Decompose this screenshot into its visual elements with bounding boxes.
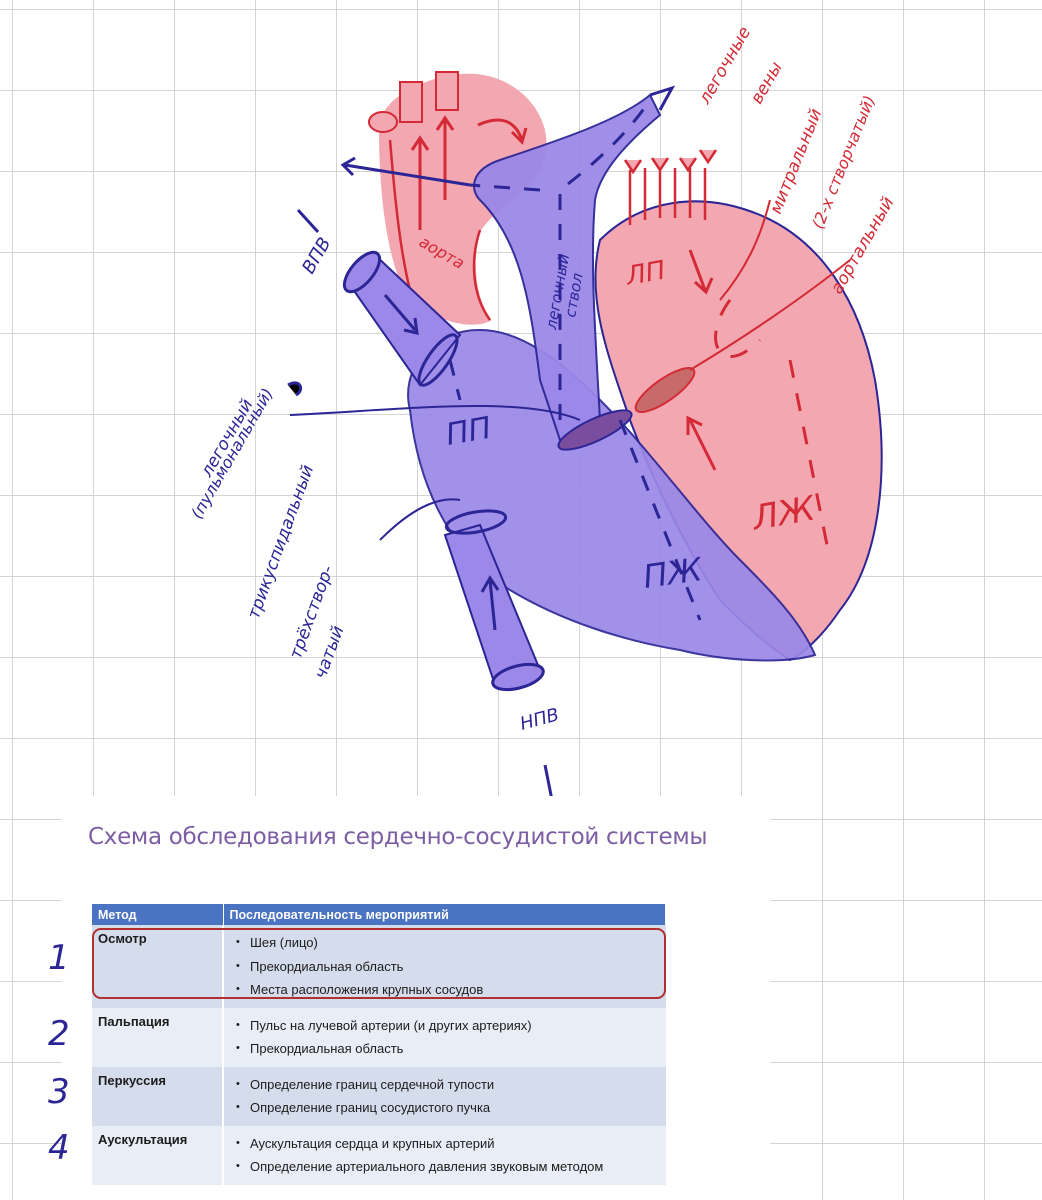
margin-number-2: 2 xyxy=(48,1014,70,1054)
red-dashed-flow xyxy=(714,299,832,561)
ivc-arrow xyxy=(480,575,500,631)
table-row: Пальпация Пульс на лучевой артерии (и др… xyxy=(92,1007,666,1067)
heart-diagram: ПП ПЖ ЛП ЛЖ аорта легочный ствол ВПВ НПВ… xyxy=(187,23,899,800)
pulmonary-veins xyxy=(623,149,718,225)
label-svc: ВПВ xyxy=(298,234,335,278)
label-pulm-veins-1: легочные xyxy=(695,23,756,108)
label-la: ЛП xyxy=(623,256,668,293)
list-item: Определение границ сосудистого пучка xyxy=(230,1096,660,1120)
aorta-branch-1 xyxy=(368,111,398,133)
header-method: Метод xyxy=(92,904,224,925)
left-heart xyxy=(594,200,883,662)
table-header-row: Метод Последовательность мероприятий xyxy=(92,904,666,925)
margin-number-4: 4 xyxy=(48,1128,70,1168)
aorta-outline xyxy=(388,139,492,321)
method-cell: Аускультация xyxy=(92,1125,224,1185)
pulmonary-valve xyxy=(557,409,633,451)
label-aortic: аортальный xyxy=(827,194,899,298)
steps-cell: Шея (лицо) Прекордиальная область Места … xyxy=(223,925,666,1008)
aorta-arrows xyxy=(410,115,528,230)
svc-opening xyxy=(342,250,382,294)
label-ra: ПП xyxy=(443,411,494,453)
list-item: Шея (лицо) xyxy=(230,931,660,955)
steps-cell: Определение границ сердечной тупости Опр… xyxy=(223,1066,666,1126)
steps-cell: Пульс на лучевой артерии (и других артер… xyxy=(223,1007,666,1067)
label-tricuspid-3: чатый xyxy=(311,623,349,681)
list-item: Определение артериального давления звуко… xyxy=(230,1155,660,1179)
list-item: Аускультация сердца и крупных артерий xyxy=(230,1132,660,1156)
pulm-arrow-top xyxy=(649,85,676,111)
steps-cell: Аускультация сердца и крупных артерий Оп… xyxy=(223,1125,666,1185)
header-steps: Последовательность мероприятий xyxy=(223,904,666,925)
aorta-branch-2 xyxy=(399,81,423,123)
red-pointers xyxy=(689,199,851,371)
svc-valve xyxy=(417,333,459,387)
blue-pointers xyxy=(289,404,581,541)
red-arrows xyxy=(686,249,717,471)
list-item: Определение границ сердечной тупости xyxy=(230,1073,660,1097)
list-item: Пульс на лучевой артерии (и других артер… xyxy=(230,1014,660,1038)
svc-arrow xyxy=(383,294,419,335)
tick-marks xyxy=(287,208,554,800)
slide-title: Схема обследования сердечно-сосудистой с… xyxy=(88,824,708,850)
method-cell: Перкуссия xyxy=(92,1066,224,1126)
pulm-arrow-left xyxy=(340,156,471,187)
table-row: Осмотр Шея (лицо) Прекордиальная область… xyxy=(92,925,666,1008)
list-item: Прекордиальная область xyxy=(230,955,660,979)
pulmonary-trunk xyxy=(473,93,662,442)
aortic-valve xyxy=(634,366,696,414)
table-row: Аускультация Аускультация сердца и крупн… xyxy=(92,1125,666,1185)
label-pulm-valve-2: (пульмональный) xyxy=(187,385,277,522)
ivc-opening xyxy=(491,662,545,692)
label-ivc: НПВ xyxy=(518,704,562,734)
method-cell: Осмотр xyxy=(92,925,224,1008)
blue-dashed-flow xyxy=(448,99,702,621)
margin-number-1: 1 xyxy=(48,938,70,978)
aorta-branch-3 xyxy=(435,71,459,111)
margin-number-3: 3 xyxy=(48,1072,70,1112)
list-item: Прекордиальная область xyxy=(230,1037,660,1061)
label-pulm-veins-2: вены xyxy=(747,59,787,108)
exam-table: Метод Последовательность мероприятий Осм… xyxy=(92,904,666,1185)
label-rv: ПЖ xyxy=(641,550,706,596)
table-row: Перкуссия Определение границ сердечной т… xyxy=(92,1066,666,1126)
right-heart xyxy=(407,328,817,662)
exam-slide: Схема обследования сердечно-сосудистой с… xyxy=(62,796,770,1200)
method-cell: Пальпация xyxy=(92,1007,224,1067)
list-item: Места расположения крупных сосудов xyxy=(230,978,660,1002)
tricuspid-valve xyxy=(444,509,508,535)
